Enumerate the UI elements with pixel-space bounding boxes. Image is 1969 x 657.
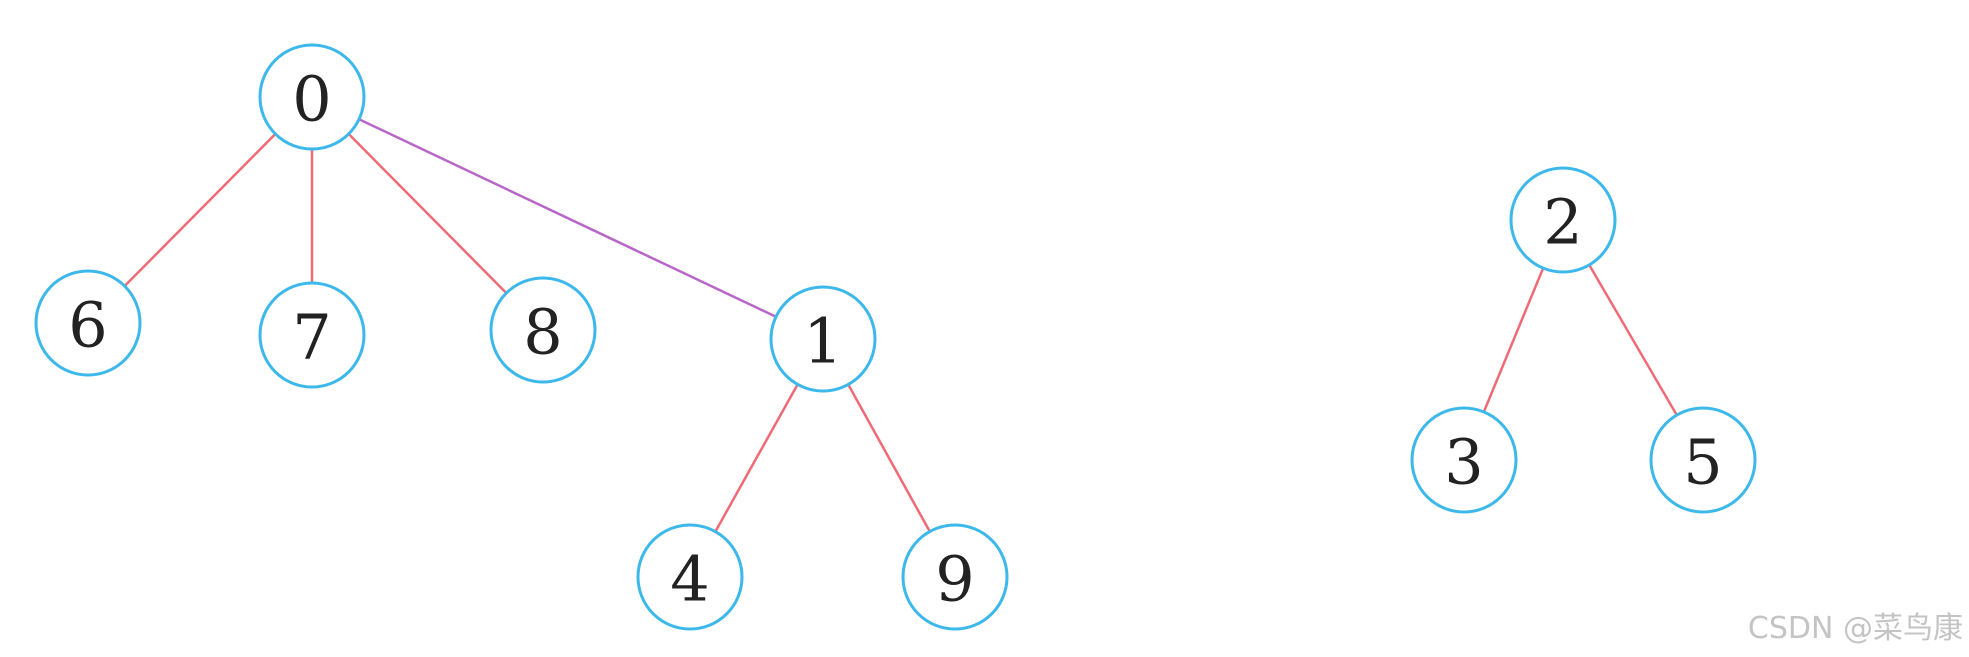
node-5: 5 (1649, 406, 1757, 514)
node-label: 0 (292, 63, 331, 136)
watermark-text: CSDN @菜鸟康 (1747, 611, 1963, 646)
edge-2-3 (1482, 267, 1545, 413)
nodes-layer: 0 6 7 8 1 4 9 2 3 5 (34, 43, 1757, 631)
node-label: 2 (1543, 186, 1582, 259)
node-circle (34, 269, 142, 377)
node-label: 6 (68, 289, 107, 362)
node-0: 0 (258, 43, 366, 151)
node-2: 2 (1509, 166, 1617, 274)
node-label: 4 (670, 543, 709, 616)
edge-0-1 (358, 118, 777, 318)
node-9: 9 (901, 523, 1009, 631)
node-1: 1 (769, 285, 877, 393)
node-label: 9 (935, 543, 974, 616)
node-label: 3 (1444, 426, 1483, 499)
edges-layer (123, 118, 1678, 533)
node-4: 4 (636, 523, 744, 631)
node-circle (1410, 406, 1518, 514)
node-label: 1 (803, 305, 842, 378)
node-label: 7 (292, 301, 331, 374)
node-circle (636, 523, 744, 631)
edge-0-8 (347, 133, 508, 294)
node-circle (1509, 166, 1617, 274)
node-7: 7 (258, 281, 366, 389)
node-circle (769, 285, 877, 393)
node-3: 3 (1410, 406, 1518, 514)
node-circle (901, 523, 1009, 631)
edge-0-6 (123, 133, 277, 287)
node-circle (258, 281, 366, 389)
node-circle (258, 43, 366, 151)
node-label: 5 (1683, 426, 1722, 499)
node-label: 8 (523, 296, 562, 369)
edge-1-4 (714, 383, 799, 533)
node-6: 6 (34, 269, 142, 377)
node-8: 8 (489, 276, 597, 384)
edge-1-9 (847, 383, 931, 533)
edge-2-5 (1588, 264, 1678, 416)
node-circle (1649, 406, 1757, 514)
node-circle (489, 276, 597, 384)
